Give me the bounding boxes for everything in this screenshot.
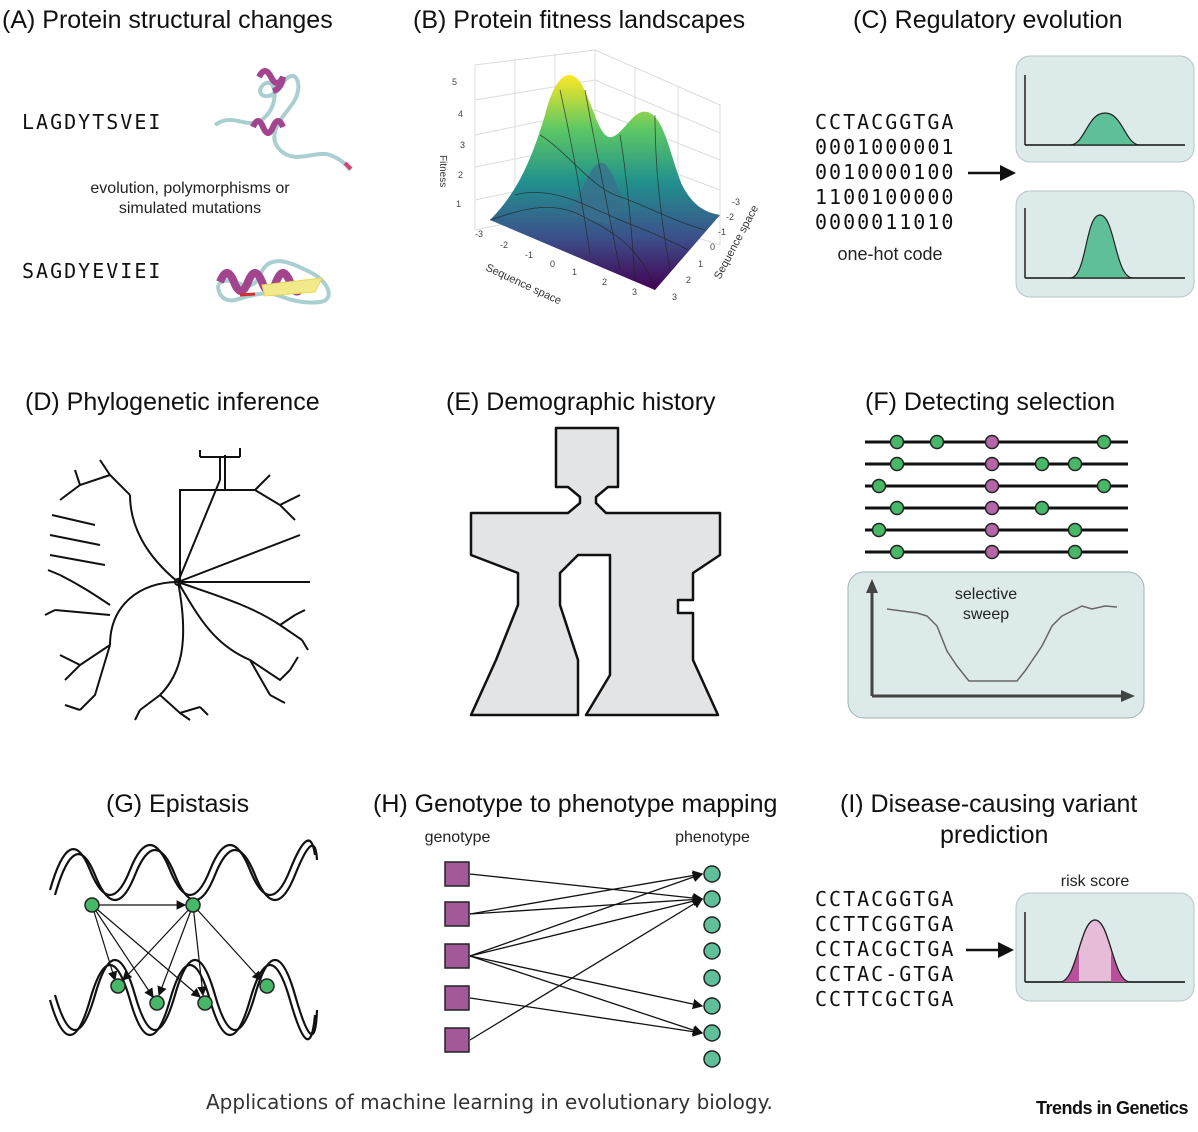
panel-e-title: (E) Demographic history: [446, 388, 716, 416]
svg-text:4: 4: [458, 109, 463, 119]
demographic-model-diagram: [469, 426, 722, 717]
variant-seq-2: CCTTCGGTGA: [815, 912, 956, 936]
one-hot-row-3: 1100100000: [815, 185, 956, 209]
genotype-label: genotype: [424, 829, 491, 846]
one-hot-row-2: 0010000100: [815, 160, 956, 184]
risk-score-plot: [1015, 892, 1195, 1002]
panel-h-title: (H) Genotype to phenotype mapping: [373, 790, 778, 818]
svg-text:1: 1: [572, 267, 577, 277]
svg-text:0: 0: [710, 242, 715, 252]
protein-structure-1-icon: [213, 68, 353, 172]
sequence-mutated: SAGDYEVIEI: [22, 259, 163, 283]
expression-profile-1: [1015, 55, 1195, 163]
haplotype-lines: [865, 434, 1128, 560]
x-axis-ticks: -3 -2 -1 0 1 2 3: [475, 229, 637, 297]
svg-text:1: 1: [456, 199, 461, 209]
phylogenetic-tree: [44, 448, 310, 721]
genotype-phenotype-network: [444, 861, 721, 1068]
sweep-label-line2: sweep: [962, 606, 1010, 623]
sequence-original: LAGDYTSVEI: [22, 110, 163, 134]
panel-b-title: (B) Protein fitness landscapes: [413, 6, 746, 34]
one-hot-row-4: 0000011010: [815, 210, 956, 234]
svg-text:-1: -1: [525, 250, 533, 260]
z-axis-label: Fitness: [437, 155, 448, 187]
epistasis-diagram: [48, 839, 319, 1041]
svg-text:3: 3: [460, 140, 465, 150]
svg-text:3: 3: [672, 292, 677, 302]
panel-g-title: (G) Epistasis: [106, 790, 250, 818]
arrow-right-icon: [966, 942, 1014, 958]
panel-a-title: (A) Protein structural changes: [2, 6, 333, 34]
sweep-label-line1: selective: [954, 586, 1018, 603]
z-axis-ticks: 1 2 3 4 5: [452, 77, 465, 209]
svg-text:5: 5: [452, 77, 457, 87]
svg-text:-2: -2: [726, 212, 734, 222]
panel-f-title: (F) Detecting selection: [865, 388, 1116, 416]
genotype-nodes: [444, 861, 470, 1053]
svg-text:0: 0: [550, 259, 555, 269]
selective-sweep-plot: [847, 571, 1145, 719]
protein-structure-2-icon: [216, 259, 331, 305]
variant-seq-4: CCTAC-GTGA: [815, 962, 956, 986]
variant-seq-1: CCTACGGTGA: [815, 887, 956, 911]
dna-sequence: CCTACGGTGA: [815, 110, 956, 134]
svg-text:2: 2: [602, 277, 607, 287]
figure-caption: Applications of machine learning in evol…: [206, 1090, 773, 1114]
one-hot-row-1: 0001000001: [815, 135, 956, 159]
phenotype-nodes: [703, 865, 721, 1068]
panel-c-title: (C) Regulatory evolution: [853, 6, 1123, 34]
svg-text:-3: -3: [732, 197, 740, 207]
mutation-note-line1: evolution, polymorphisms or: [90, 180, 290, 197]
svg-text:3: 3: [632, 287, 637, 297]
panel-d-title: (D) Phylogenetic inference: [25, 388, 320, 416]
svg-text:-2: -2: [500, 240, 508, 250]
variant-seq-3: CCTACGCTGA: [815, 937, 956, 961]
svg-text:-1: -1: [718, 227, 726, 237]
journal-logo: Trends in Genetics: [1035, 1098, 1189, 1118]
svg-text:1: 1: [698, 259, 703, 269]
fitness-landscape-surface: Fitness Sequence space Sequence space 1 …: [437, 49, 761, 307]
phenotype-label: phenotype: [675, 829, 750, 846]
panel-i-title-line1: (I) Disease-causing variant: [840, 790, 1138, 818]
variant-seq-5: CCTTCGCTGA: [815, 987, 956, 1011]
arrow-right-icon: [968, 165, 1016, 181]
y-axis-ticks: -3 -2 -1 0 1 2 3: [672, 197, 740, 302]
expression-profile-2: [1015, 190, 1195, 298]
risk-score-label: risk score: [1060, 873, 1130, 890]
svg-text:-3: -3: [475, 229, 483, 239]
one-hot-label: one-hot code: [837, 244, 943, 264]
svg-text:2: 2: [686, 275, 691, 285]
mutation-note-line2: simulated mutations: [118, 200, 262, 217]
panel-i-title-line2: prediction: [940, 821, 1049, 849]
selected-allele-markers: [984, 434, 1000, 560]
svg-text:2: 2: [458, 170, 463, 180]
